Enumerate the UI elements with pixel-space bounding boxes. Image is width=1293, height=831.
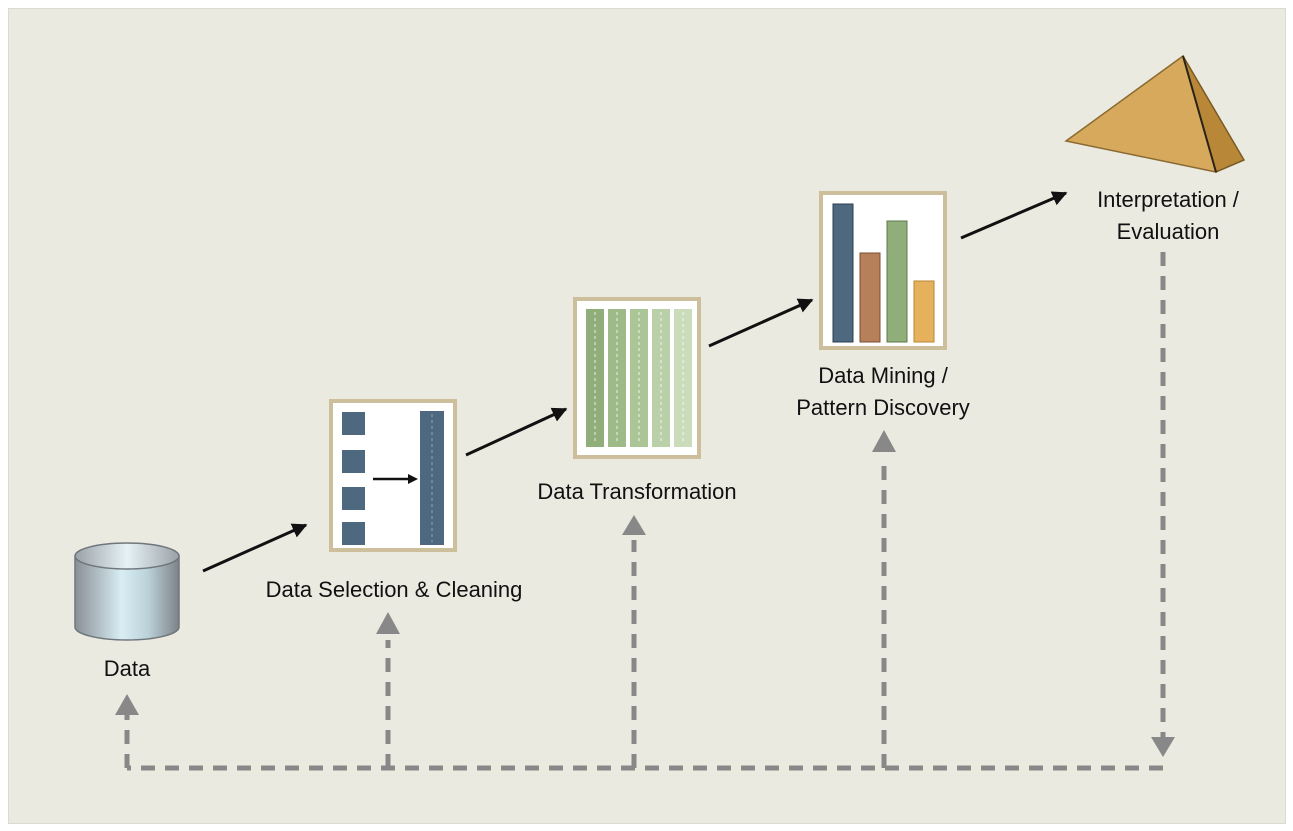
feedback-up-arrowhead-mining — [872, 430, 896, 452]
flow-arrow-3 — [708, 298, 814, 348]
database-cylinder-icon — [74, 542, 180, 641]
data-transformation-label: Data Transformation — [497, 476, 777, 508]
bar-chart-icon — [819, 191, 947, 350]
feedback-down-arrowhead — [1151, 737, 1175, 757]
record-block — [342, 487, 365, 510]
data-selection-label-line: Data Selection & Cleaning — [265, 577, 523, 602]
record-block — [342, 412, 365, 435]
interpretation-label-line-2: Evaluation — [1116, 219, 1220, 244]
data-transformation-label-line: Data Transformation — [537, 479, 737, 504]
feedback-up-arrowhead-transformation — [622, 515, 646, 535]
feedback-loop — [124, 252, 1166, 771]
chart-bar — [886, 220, 908, 343]
data-mining-label-line-2: Pattern Discovery — [796, 395, 970, 420]
pyramid-knowledge-icon — [1064, 54, 1246, 174]
data-label: Data — [67, 653, 187, 685]
feedback-arrowheads — [115, 430, 1175, 757]
chart-bar — [832, 203, 854, 343]
record-block — [342, 522, 365, 545]
chart-bar — [859, 252, 881, 343]
data-selection-label: Data Selection & Cleaning — [224, 574, 564, 606]
interpretation-label: Interpretation / Evaluation — [1064, 184, 1272, 248]
selection-cleaning-icon — [329, 399, 457, 552]
flow-arrow-1 — [202, 523, 308, 573]
record-block — [342, 450, 365, 473]
interpretation-label-line-1: Interpretation / — [1097, 187, 1239, 212]
flow-arrow-2 — [465, 407, 568, 457]
transformation-columns-icon — [573, 297, 701, 459]
data-label-line: Data — [103, 656, 151, 681]
data-mining-label-line-1: Data Mining / — [818, 363, 948, 388]
flow-arrows — [202, 191, 1068, 573]
flow-arrow-4 — [960, 191, 1068, 240]
data-mining-label: Data Mining / Pattern Discovery — [753, 360, 1013, 424]
feedback-up-arrowhead-data — [115, 694, 139, 715]
feedback-up-arrowhead-selection — [376, 612, 400, 634]
chart-bar — [913, 280, 935, 343]
